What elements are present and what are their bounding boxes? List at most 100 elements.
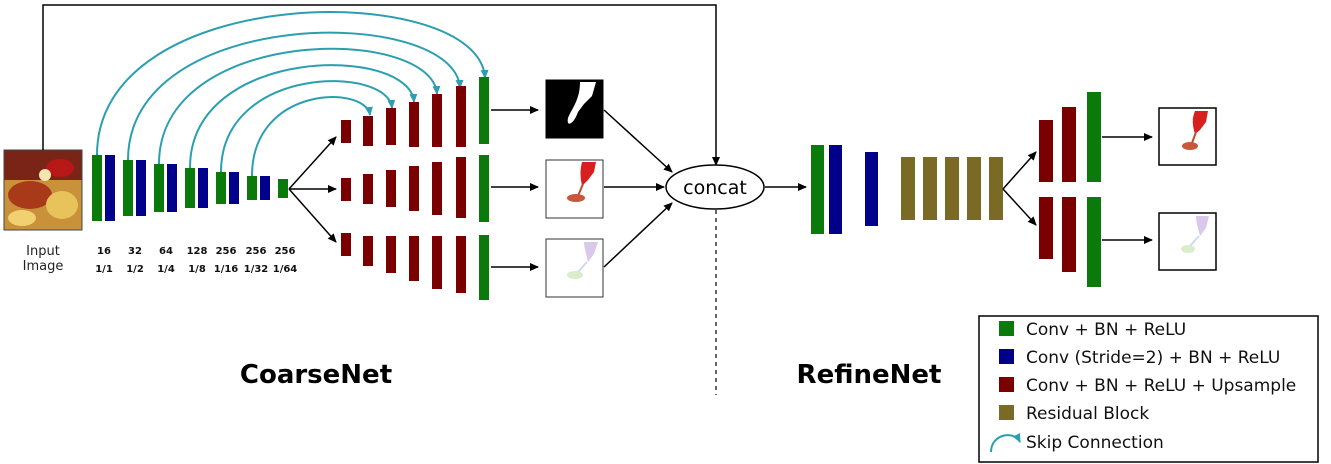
legend-label: Residual Block	[1026, 404, 1149, 424]
coarse-output-mask	[545, 79, 604, 139]
scale-label: 1/32	[244, 264, 269, 275]
scale-label: 1/2	[126, 264, 144, 275]
skip-connection-3	[158, 47, 441, 165]
upsample-block	[363, 236, 373, 266]
channel-label: 16	[97, 246, 111, 257]
upsample-block	[432, 94, 442, 147]
concat-node: concat	[665, 164, 765, 210]
channel-label: 64	[159, 246, 173, 257]
channel-label: 128	[187, 246, 208, 257]
skip-connection-4	[189, 64, 418, 169]
encoder-conv-block-5	[216, 172, 226, 204]
coarsenet-title: CoarseNet	[240, 360, 392, 390]
legend-swatch-upsample	[999, 377, 1014, 392]
conv-block	[479, 235, 489, 300]
upsample-block	[456, 157, 466, 218]
legend-label: Conv + BN + ReLU	[1026, 320, 1186, 340]
encoder-stride-block-2	[136, 160, 146, 216]
conv-block	[1087, 197, 1101, 287]
upsample-block	[386, 170, 396, 207]
upsample-block	[1039, 197, 1053, 259]
upsample-block	[432, 162, 442, 215]
curved-arrow-icon	[990, 433, 1021, 453]
encoder-conv-block-7	[278, 179, 288, 198]
encoder-stride-block-4	[198, 168, 208, 208]
scale-label: 1/16	[214, 264, 239, 275]
coarse-output-arrows	[491, 106, 539, 271]
residual-block	[989, 157, 1003, 220]
encoder-stride-block-6	[260, 176, 270, 200]
scale-label: 1/8	[188, 264, 206, 275]
legend-label: Skip Connection	[1026, 433, 1164, 453]
upsample-block	[341, 120, 351, 143]
skip-connections	[96, 11, 489, 177]
upsample-block	[456, 86, 466, 147]
residual-block	[901, 157, 915, 220]
refine-output-image-2	[1158, 212, 1217, 271]
residual-block	[967, 157, 981, 220]
upsample-block	[409, 236, 419, 281]
decoder-branch-1	[341, 77, 489, 147]
legend-swatch-residual	[999, 405, 1014, 420]
concat-label: concat	[683, 177, 747, 199]
upsample-block	[1062, 197, 1076, 272]
encoder-scale-labels: 1/1 1/2 1/4 1/8 1/16 1/32 1/64	[95, 264, 297, 275]
encoder-conv-block-6	[247, 176, 257, 200]
upsample-block	[409, 102, 419, 147]
refine-branch-1	[1039, 92, 1101, 182]
upsample-block	[432, 236, 442, 289]
legend-label: Conv (Stride=2) + BN + ReLU	[1026, 348, 1280, 368]
scale-label: 1/1	[95, 264, 113, 275]
input-image	[3, 149, 83, 231]
input-label-line2: Image	[23, 259, 64, 274]
residual-block	[923, 157, 937, 220]
legend-swatch-conv	[999, 321, 1014, 336]
encoder-conv-block-3	[154, 164, 164, 212]
coarse-output-image-1	[545, 159, 604, 219]
decoder-branch-3	[341, 233, 489, 300]
upsample-block	[409, 166, 419, 211]
refine-stride-block	[829, 145, 842, 234]
encoder-channel-labels: 16 32 64 128 256 256 256	[97, 246, 295, 257]
refinenet	[811, 145, 1003, 234]
encoder-conv-block-2	[123, 160, 133, 216]
channel-label: 256	[246, 246, 267, 257]
conv-block	[479, 155, 489, 222]
input-label-line1: Input	[26, 244, 60, 259]
upsample-block	[363, 174, 373, 204]
skip-connection-5	[220, 80, 396, 173]
refine-conv-block	[811, 145, 824, 234]
upsample-block	[456, 236, 466, 293]
coarse-branch-arrows	[288, 136, 337, 243]
upsample-block	[363, 116, 373, 146]
scale-label: 1/64	[273, 264, 298, 275]
skip-connection-1	[96, 11, 489, 156]
encoder-stride-block-5	[229, 172, 239, 204]
conv-block	[479, 77, 489, 144]
encoder	[92, 155, 288, 221]
upsample-block	[1039, 120, 1053, 182]
legend-box	[978, 315, 1319, 463]
encoder-conv-block-4	[185, 168, 195, 208]
conv-block	[1087, 92, 1101, 182]
encoder-conv-block-1	[92, 155, 102, 221]
input-to-concat-connection	[42, 4, 720, 166]
residual-block	[945, 157, 959, 220]
refine-branch-arrows	[1002, 151, 1037, 226]
refine-output-image-1	[1158, 107, 1217, 166]
skip-connection-2	[127, 31, 464, 161]
refine-output-arrows	[1102, 133, 1153, 244]
encoder-stride-block-1	[105, 155, 115, 221]
legend: Conv + BN + ReLU Conv (Stride=2) + BN + …	[978, 315, 1319, 463]
channel-label: 32	[128, 246, 142, 257]
skip-connection-6	[251, 96, 373, 177]
concat-input-arrows	[603, 109, 673, 268]
refinenet-title: RefineNet	[797, 360, 942, 390]
channel-label: 256	[275, 246, 296, 257]
coarse-output-image-2	[545, 238, 604, 298]
upsample-block	[341, 233, 351, 256]
scale-label: 1/4	[157, 264, 175, 275]
upsample-block	[1062, 107, 1076, 182]
decoder-branch-2	[341, 155, 489, 222]
